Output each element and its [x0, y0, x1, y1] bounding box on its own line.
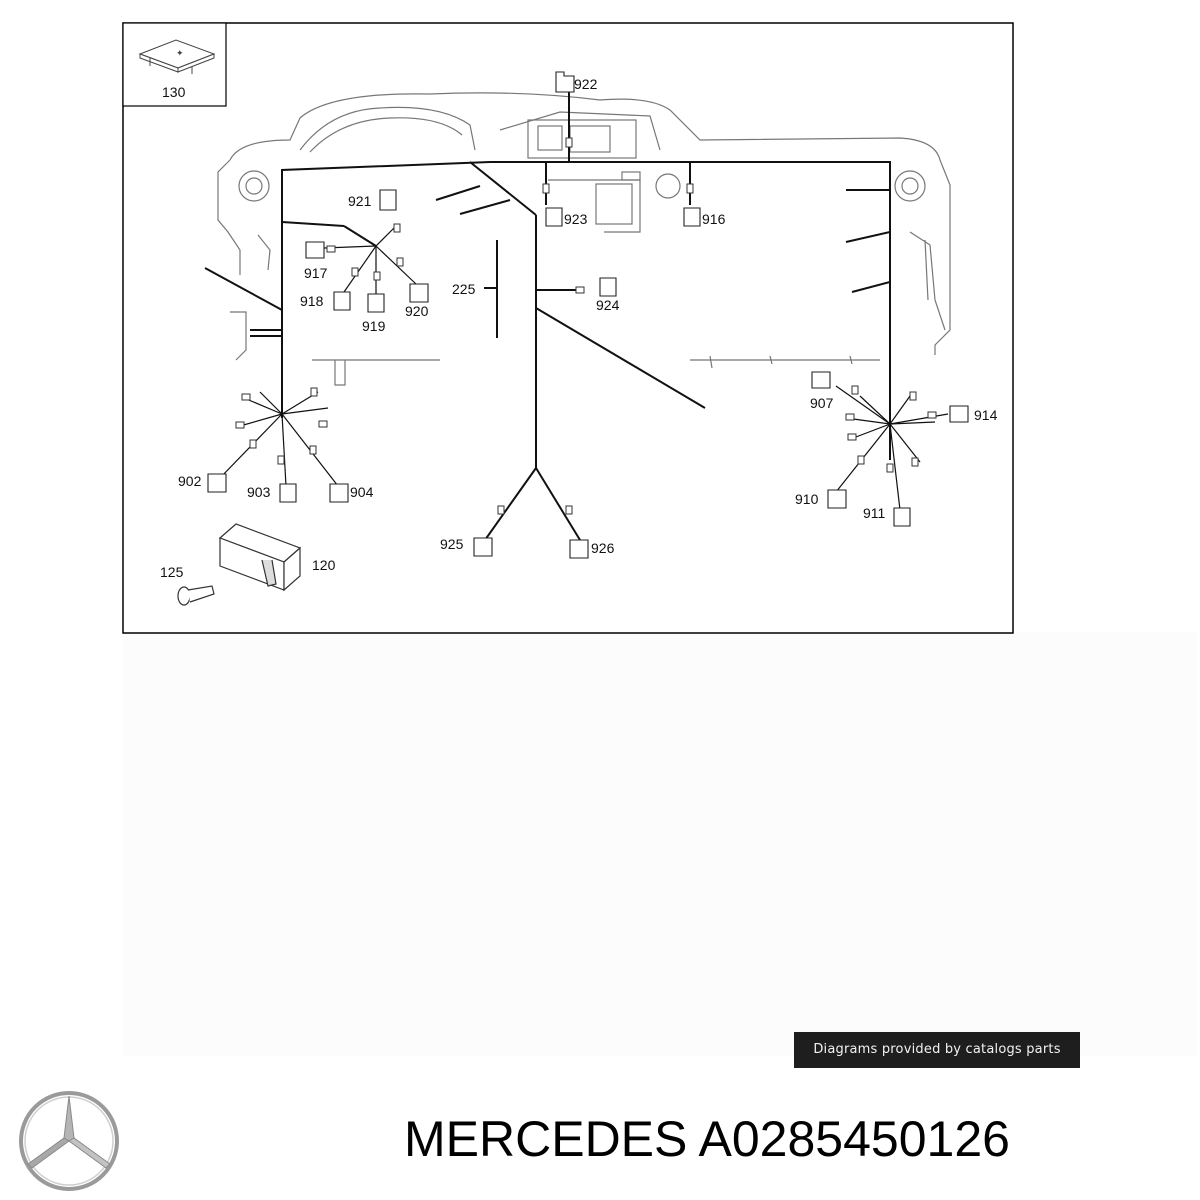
callout-120: 120: [312, 557, 336, 573]
callout-902: 902: [178, 473, 202, 489]
callout-225: 225: [452, 281, 476, 297]
connector-923: [545, 207, 563, 227]
connector-924: [599, 277, 617, 297]
callout-924: 924: [596, 297, 620, 313]
connector-919: [367, 293, 385, 313]
connector-920: [409, 283, 429, 303]
bolt-125: [177, 585, 215, 606]
wiring-harness-diagram: ✦ 130: [122, 22, 1014, 634]
svg-text:✦: ✦: [176, 48, 184, 58]
connector-903: [279, 483, 297, 503]
callout-907: 907: [810, 395, 834, 411]
dashboard-outline: [217, 92, 951, 386]
connector-925: [473, 537, 493, 557]
part-number: A0285450126: [698, 1111, 1010, 1167]
callout-914: 914: [974, 407, 998, 423]
connector-922: [555, 71, 575, 93]
callout-925: 925: [440, 536, 464, 552]
plug-ends: [235, 137, 937, 515]
connector-918: [333, 291, 351, 311]
callout-916: 916: [702, 211, 726, 227]
callout-919: 919: [362, 318, 386, 334]
callout-923: 923: [564, 211, 588, 227]
connector-926: [569, 539, 589, 559]
callout-921: 921: [348, 193, 372, 209]
connector-902: [207, 473, 227, 493]
callout-920: 920: [405, 303, 429, 319]
connector-911: [893, 507, 911, 527]
callout-130: 130: [162, 84, 186, 100]
lower-gray-area: [122, 632, 1198, 1056]
connector-921: [379, 189, 397, 211]
brand-name: MERCEDES: [404, 1111, 688, 1167]
callout-911: 911: [863, 505, 886, 521]
connector-910: [827, 489, 847, 509]
relay-box-120: [218, 523, 302, 592]
callout-904: 904: [350, 484, 374, 500]
mercedes-star-icon: [19, 1091, 119, 1191]
catalog-credit-badge: Diagrams provided by catalogs parts: [794, 1032, 1080, 1068]
connector-917: [305, 241, 325, 259]
connector-symbols: [207, 71, 969, 559]
callout-903: 903: [247, 484, 271, 500]
connector-914: [949, 405, 969, 423]
callout-910: 910: [795, 491, 819, 507]
callout-917: 917: [304, 265, 328, 281]
bracket-130-drawing: ✦: [138, 39, 216, 74]
harness-lines: [204, 92, 891, 541]
brand-part-title: MERCEDES A0285450126: [404, 1104, 1010, 1174]
callout-926: 926: [591, 540, 615, 556]
connector-907: [811, 371, 831, 389]
callout-918: 918: [300, 293, 324, 309]
callout-922: 922: [574, 76, 598, 92]
callout-125: 125: [160, 564, 184, 580]
connector-916: [683, 207, 701, 227]
connector-904: [329, 483, 349, 503]
